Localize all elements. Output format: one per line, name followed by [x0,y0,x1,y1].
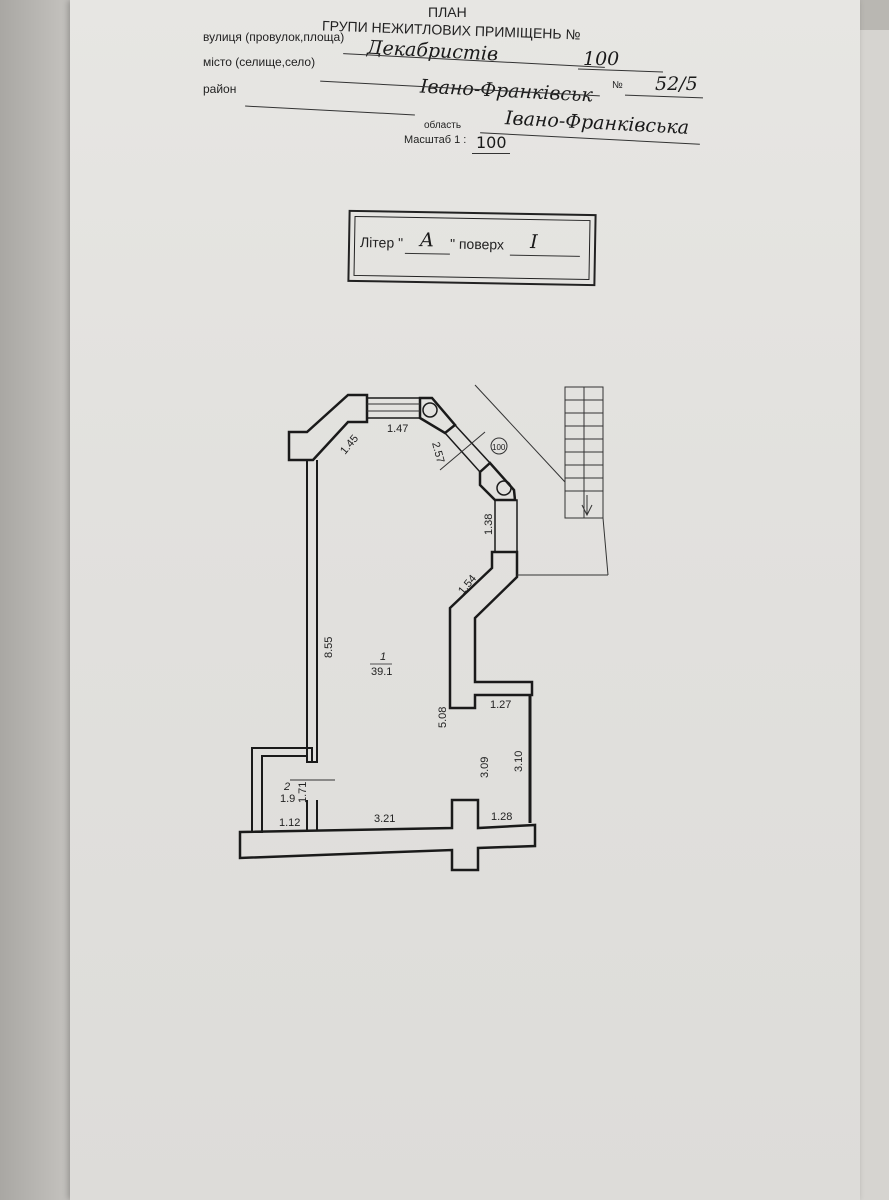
scale-value: 100 [476,133,507,152]
window-top [366,397,421,419]
dim-label: 3.10 [513,751,525,772]
wall-small-room [251,747,313,833]
number-label: № [612,80,623,91]
wall-top-left [287,393,369,462]
plan-title: ПЛАН [428,4,467,20]
column-circle [496,480,512,496]
wall-bottom [238,798,537,872]
wall-left [306,460,318,763]
dim-label: 2.57 [429,441,446,465]
dim-label: 1.12 [279,817,300,829]
marker-label: 100 [492,443,506,452]
column-circle [422,402,438,418]
dim-label: 3.09 [479,757,491,778]
window-right [494,499,518,553]
group-number: 100 [583,48,620,70]
scale-label: Масштаб 1 : [404,134,467,146]
dim-label: 1.28 [491,811,512,823]
wall-right [448,550,534,710]
marker-circle [490,437,508,455]
room-number: 2 [283,781,290,793]
district-label: район [203,82,237,96]
street-label: вулиця (провулок,площа) [203,30,345,44]
dim-label: 3.21 [374,813,395,825]
underline [472,153,510,154]
region-label: область [424,120,462,131]
dim-label: 8.55 [323,637,335,658]
column-right [478,461,517,502]
room-area: 39.1 [371,666,392,678]
city-label: місто (селище,село) [203,55,316,69]
dim-label: 1.71 [297,782,309,803]
adjacent-page [0,0,80,1200]
dim-label: 1.45 [338,433,361,457]
dim-label: 1.38 [483,514,495,535]
dim-label: 1.47 [387,423,408,435]
dim-label: 5.08 [437,707,449,728]
room-area: 1.9 [280,793,295,805]
dim-label: 1.27 [490,699,511,711]
house-number: 52/5 [655,73,698,95]
window-diagonal [443,423,492,474]
document-page [70,0,860,1200]
room-number: 1 [380,651,386,663]
